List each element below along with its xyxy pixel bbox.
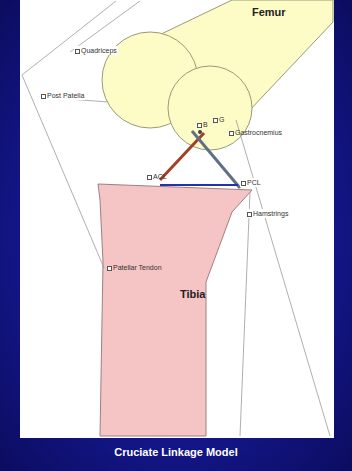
label-marker: [75, 49, 80, 54]
part-name: G: [219, 116, 224, 123]
label-marker: [241, 181, 246, 186]
part-label: Patellar Tendon: [106, 263, 163, 272]
part-name: Patellar Tendon: [113, 264, 162, 271]
label-marker: [107, 266, 112, 271]
label-marker: [229, 131, 234, 136]
bone-label-box: Tibia: [180, 288, 208, 300]
part-label: PCL: [240, 178, 262, 187]
part-name: Hamstrings: [253, 210, 288, 217]
part-name: Post Patella: [47, 92, 84, 99]
part-label: Gastrocnemius: [228, 128, 283, 137]
part-name: B: [203, 121, 208, 128]
caption: Cruciate Linkage Model: [0, 446, 352, 458]
white-panel: [20, 0, 334, 438]
bone-name: Femur: [252, 6, 288, 18]
tibial-plateau-line: [160, 184, 238, 186]
label-marker: [41, 94, 46, 99]
muscle-lines: [22, 1, 330, 436]
label-marker: [197, 123, 202, 128]
part-name: ACL: [153, 173, 167, 180]
pcl-ligament: [192, 131, 240, 188]
part-name: PCL: [247, 179, 261, 186]
tibia-shape: [98, 184, 252, 436]
part-label: Hamstrings: [246, 209, 289, 218]
femur-condyle: [168, 66, 252, 150]
part-label: ACL: [146, 172, 168, 181]
muscle-line: [240, 192, 250, 436]
joint-point: [198, 130, 202, 134]
part-label: B: [196, 120, 209, 129]
part-label: Quadriceps: [74, 46, 118, 55]
muscle-line: [22, 1, 116, 75]
label-marker: [213, 118, 218, 123]
label-marker: [147, 175, 152, 180]
label-marker: [247, 212, 252, 217]
bone-label-box: Femur: [252, 6, 288, 18]
muscle-line: [236, 120, 330, 436]
muscle-line: [70, 1, 140, 52]
part-label: G: [212, 115, 225, 124]
acl-ligament: [160, 133, 204, 180]
muscle-line: [22, 75, 104, 268]
part-name: Gastrocnemius: [235, 129, 282, 136]
bone-name: Tibia: [180, 288, 208, 300]
part-name: Quadriceps: [81, 47, 117, 54]
part-label: Post Patella: [40, 91, 85, 100]
